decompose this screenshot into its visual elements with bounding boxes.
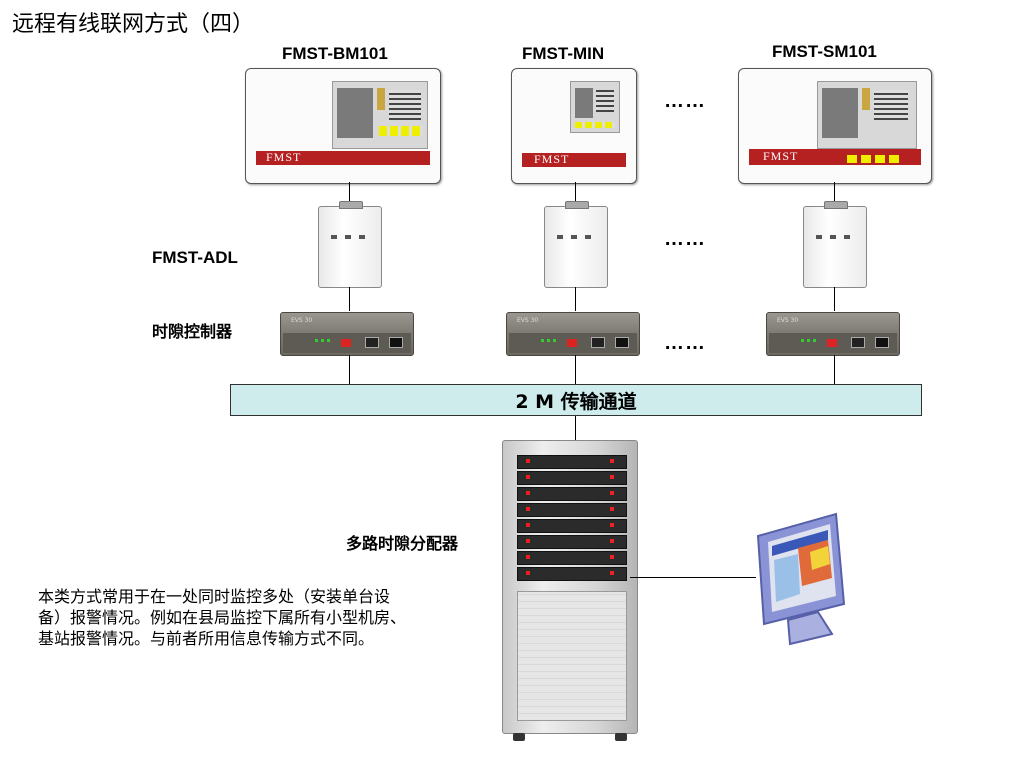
connector-line xyxy=(630,577,756,578)
fmst-brand-min: FMST xyxy=(534,152,570,166)
fmst-min-panel-icon: FMST xyxy=(511,68,637,184)
connector-line xyxy=(575,355,576,384)
connector-line xyxy=(834,287,835,311)
connector-line xyxy=(575,182,576,204)
description-text: 本类方式常用于在一处同时监控多处（安装单台设备）报警情况。例如在县局监控下属所有… xyxy=(38,587,407,648)
device-label-sm101: FMST-SM101 xyxy=(772,42,877,61)
adl-module-icon xyxy=(803,201,867,288)
channel-label: 2 M 传输通道 xyxy=(515,390,637,413)
controller-icon: EVS 30 xyxy=(766,312,900,356)
ellipsis-adl: …… xyxy=(664,228,706,250)
fmst-brand-sm101: FMST xyxy=(763,149,799,163)
fmst-sm101-panel-icon: FMST xyxy=(738,68,932,184)
device-label-min: FMST-MIN xyxy=(522,44,605,63)
connector-line xyxy=(575,416,576,442)
adl-module-icon xyxy=(544,201,608,288)
connector-line xyxy=(575,287,576,311)
rack-cabinet-icon xyxy=(502,440,638,741)
transmission-channel: 2 M 传输通道 xyxy=(230,384,922,416)
monitor-icon xyxy=(756,512,846,646)
controller-label: 时隙控制器 xyxy=(152,322,233,341)
controller-brand: EVS 30 xyxy=(517,317,539,324)
fmst-bm101-panel-icon: FMST xyxy=(245,68,441,184)
page-title: 远程有线联网方式（四） xyxy=(12,12,255,37)
connector-line xyxy=(834,182,835,204)
controller-icon: EVS 30 xyxy=(506,312,640,356)
fmst-brand-bm101: FMST xyxy=(266,150,302,164)
device-label-bm101: FMST-BM101 xyxy=(282,44,388,63)
controller-brand: EVS 30 xyxy=(291,317,313,324)
ellipsis-controllers: …… xyxy=(664,332,706,354)
adl-module-icon xyxy=(318,201,382,288)
connector-line xyxy=(349,355,350,384)
connector-line xyxy=(349,182,350,204)
distributor-label: 多路时隙分配器 xyxy=(346,534,459,553)
controller-brand: EVS 30 xyxy=(777,317,799,324)
controller-icon: EVS 30 xyxy=(280,312,414,356)
adl-label: FMST-ADL xyxy=(152,248,238,267)
ellipsis-devices: …… xyxy=(664,90,706,112)
connector-line xyxy=(349,287,350,311)
connector-line xyxy=(834,355,835,384)
